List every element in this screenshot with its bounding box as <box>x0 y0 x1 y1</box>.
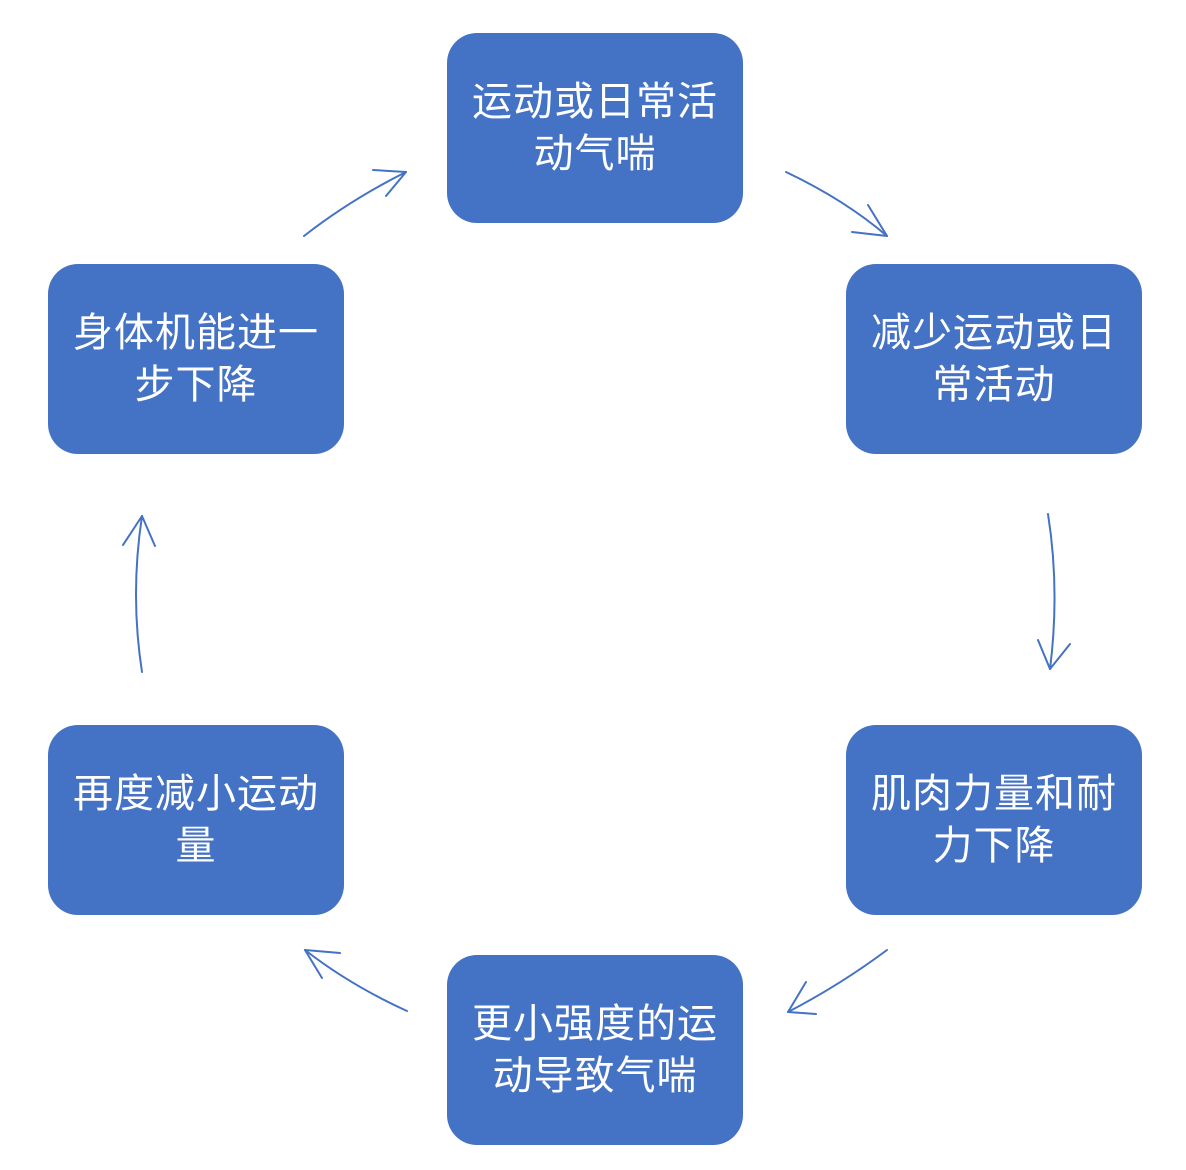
arrow-n5-n6 <box>122 515 156 673</box>
node-body-function-decline: 身体机能进一步下降 <box>48 264 344 454</box>
arrow-n1-n2 <box>785 171 888 237</box>
node-less-intensity-breathless: 更小强度的运动导致气喘 <box>447 955 743 1145</box>
node-label: 身体机能进一步下降 <box>73 310 319 408</box>
node-label: 减少运动或日常活动 <box>871 310 1117 408</box>
node-reduce-activity: 减少运动或日常活动 <box>846 264 1142 454</box>
arrow-n4-n5 <box>304 949 408 1012</box>
arrow-n2-n3 <box>1037 513 1071 670</box>
node-label: 运动或日常活动气喘 <box>472 79 718 177</box>
node-label: 肌肉力量和耐力下降 <box>871 771 1117 869</box>
node-reduce-exercise-again: 再度减小运动量 <box>48 725 344 915</box>
arrow-n3-n4 <box>787 949 888 1015</box>
node-label: 再度减小运动量 <box>73 771 319 869</box>
node-muscle-decline: 肌肉力量和耐力下降 <box>846 725 1142 915</box>
node-label: 更小强度的运动导致气喘 <box>472 1001 718 1099</box>
arrow-n6-n1 <box>303 169 407 237</box>
node-exercise-breathless: 运动或日常活动气喘 <box>447 33 743 223</box>
